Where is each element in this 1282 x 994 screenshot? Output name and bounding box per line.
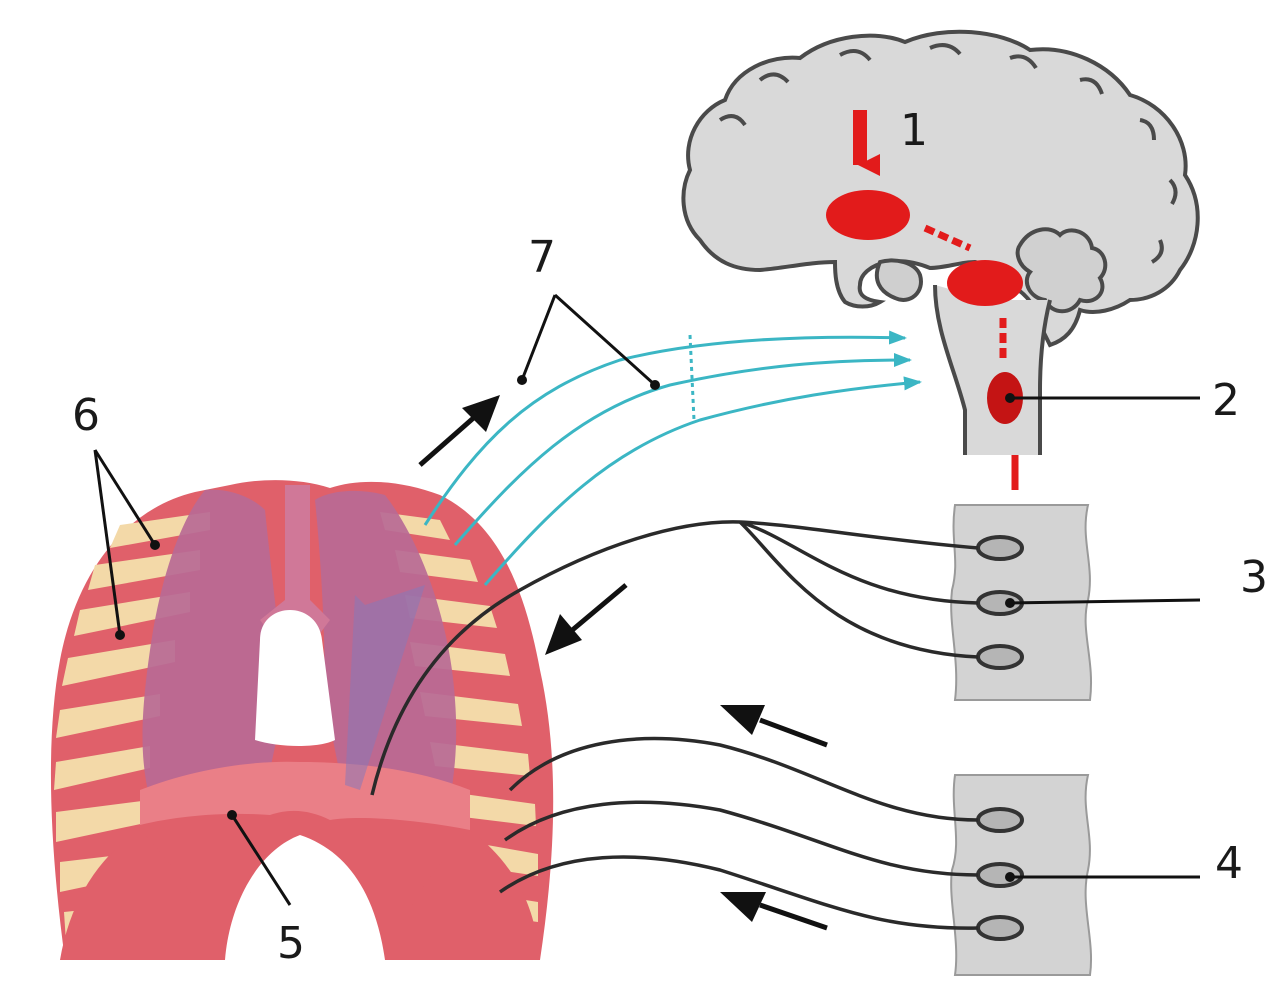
label-3: 3 <box>1240 552 1268 603</box>
motor-neuron-icon <box>978 537 1022 559</box>
label-6: 6 <box>72 390 100 441</box>
motor-neuron-icon <box>978 917 1022 939</box>
label-4: 4 <box>1215 838 1243 889</box>
afferent-nerve <box>485 382 920 585</box>
afferent-nerves <box>425 335 920 585</box>
thorax <box>51 480 553 960</box>
label-7: 7 <box>528 232 556 283</box>
brain <box>683 32 1197 490</box>
label-2: 2 <box>1212 375 1240 426</box>
center-cortex <box>826 190 910 240</box>
center-pons <box>947 260 1023 306</box>
motor-neuron-icon <box>978 864 1022 886</box>
label-1: 1 <box>900 105 928 156</box>
motor-neuron-icon <box>978 646 1022 668</box>
intercostal-nerve <box>505 802 978 875</box>
label-5: 5 <box>277 918 305 969</box>
afferent-nerve <box>455 360 910 545</box>
motor-neuron-icon <box>978 809 1022 831</box>
